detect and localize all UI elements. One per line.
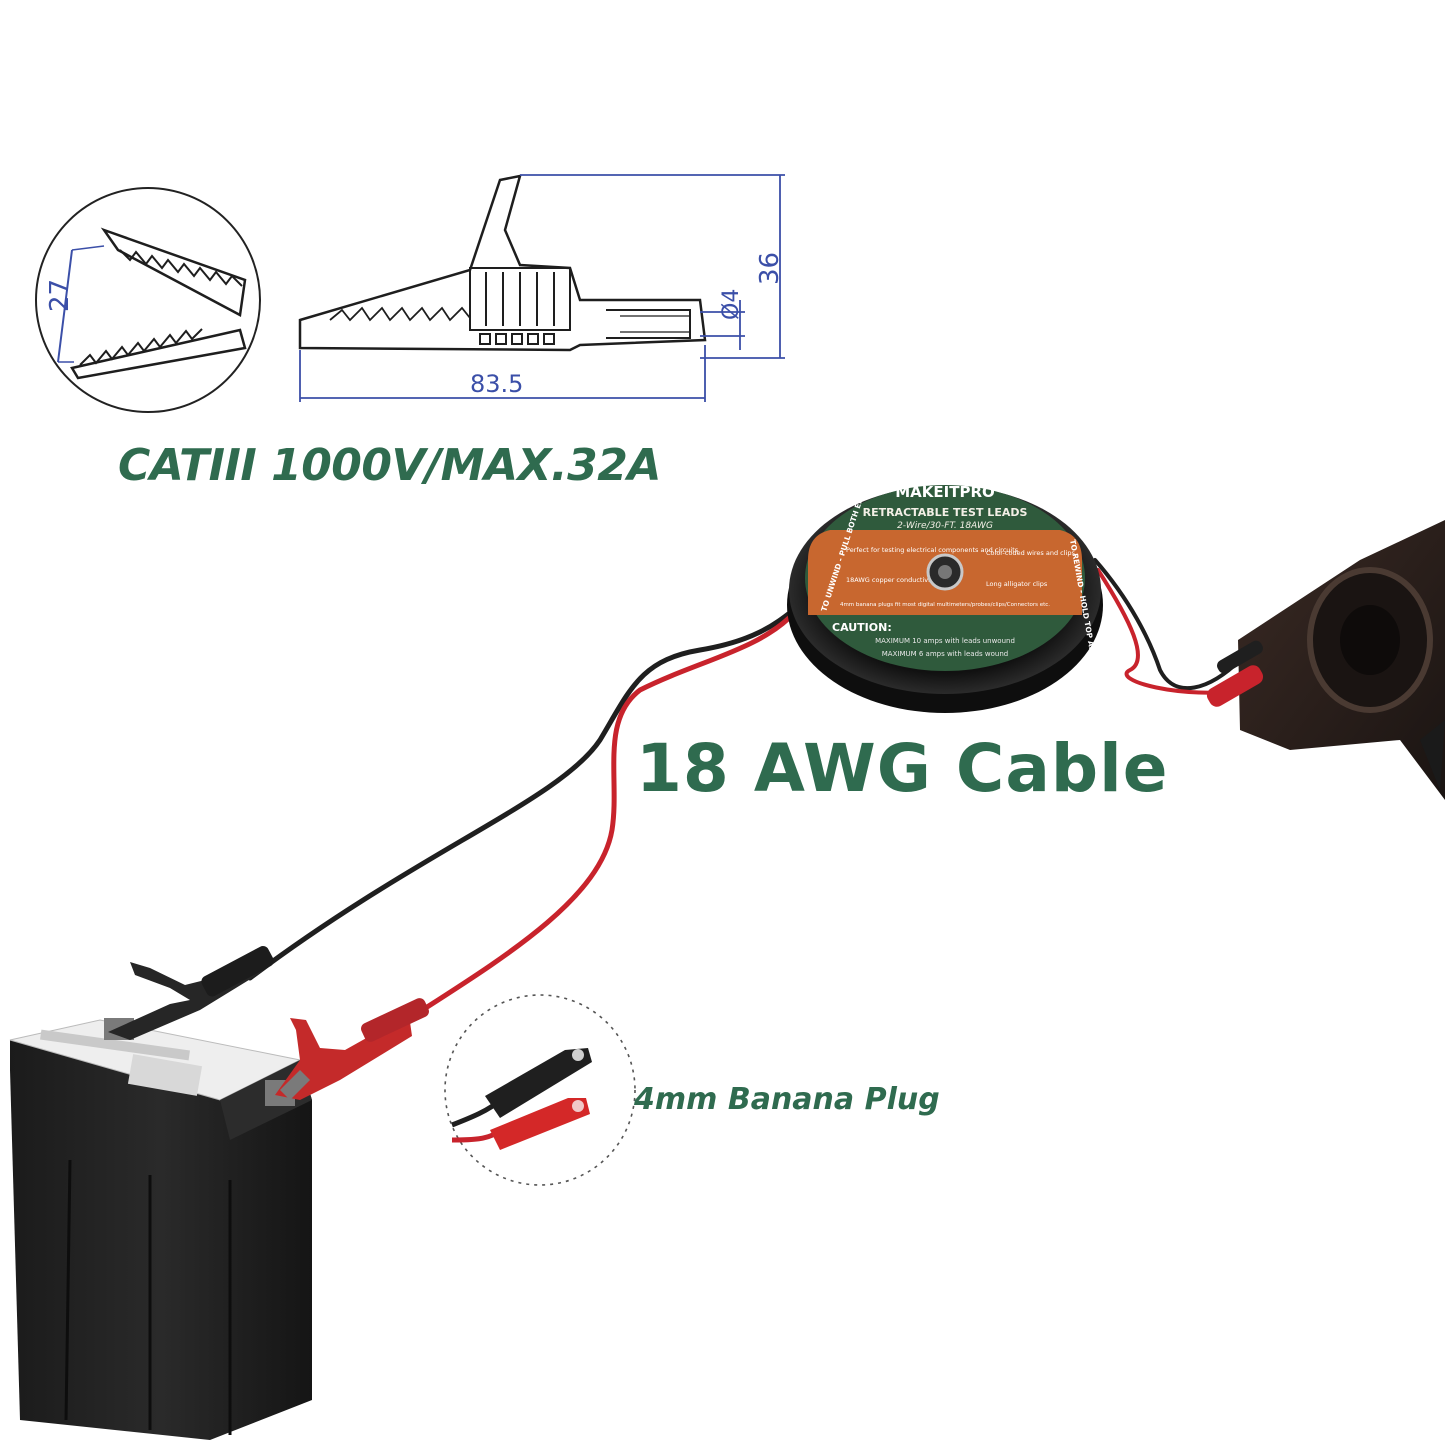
black-alligator-clip <box>108 946 274 1040</box>
reel-feature-2: Color-coded wires and clips <box>986 549 1075 557</box>
red-wire-right <box>1096 568 1252 695</box>
reel-title: RETRACTABLE TEST LEADS <box>863 506 1028 519</box>
red-alligator-clip <box>275 998 429 1100</box>
dimension-lines <box>299 174 785 402</box>
red-banana-plug <box>490 1098 590 1150</box>
reel-spec: 2-Wire/30-FT. 18AWG <box>897 521 993 531</box>
battery <box>9 1018 312 1440</box>
reel-feature-1: Perfect for testing electrical component… <box>846 546 1019 554</box>
dim-pin-diameter: Ø4 <box>719 289 744 320</box>
alligator-clip-drawing: 27 <box>35 174 785 413</box>
dim-height: 36 <box>755 252 785 285</box>
reel-feature-3: 18AWG copper conductivity <box>846 576 936 584</box>
jaw-detail-circle <box>35 187 261 413</box>
clip-profile <box>298 174 707 352</box>
retractable-reel: MAKEITPRO RETRACTABLE TEST LEADS 2-Wire/… <box>787 448 1111 732</box>
dim-jaw-opening: 27 <box>45 279 75 312</box>
reel-feature-4: Long alligator clips <box>986 580 1048 588</box>
dim-length: 83.5 <box>470 370 523 398</box>
reel-caution-line-2: MAXIMUM 6 amps with leads wound <box>882 650 1008 658</box>
reel-caution-line-1: MAXIMUM 10 amps with leads unwound <box>875 637 1015 645</box>
cable-headline: 18 AWG Cable <box>636 730 1169 807</box>
black-wire-right <box>1093 558 1242 690</box>
rating-headline: CATIII 1000V/MAX.32A <box>118 440 661 491</box>
reel-caution-title: CAUTION: <box>832 621 892 634</box>
reel-brand: MAKEITPRO <box>895 483 995 501</box>
black-wire-left <box>247 602 803 981</box>
multimeter <box>1206 520 1445 800</box>
black-banana-plug <box>485 1048 592 1118</box>
red-wire-left <box>407 609 798 1021</box>
reel-feature-5: 4mm banana plugs fit most digital multim… <box>840 602 1050 608</box>
test-lead-wires <box>247 558 1252 1021</box>
banana-plug-inset <box>444 994 636 1186</box>
banana-plug-label: 4mm Banana Plug <box>634 1082 940 1117</box>
